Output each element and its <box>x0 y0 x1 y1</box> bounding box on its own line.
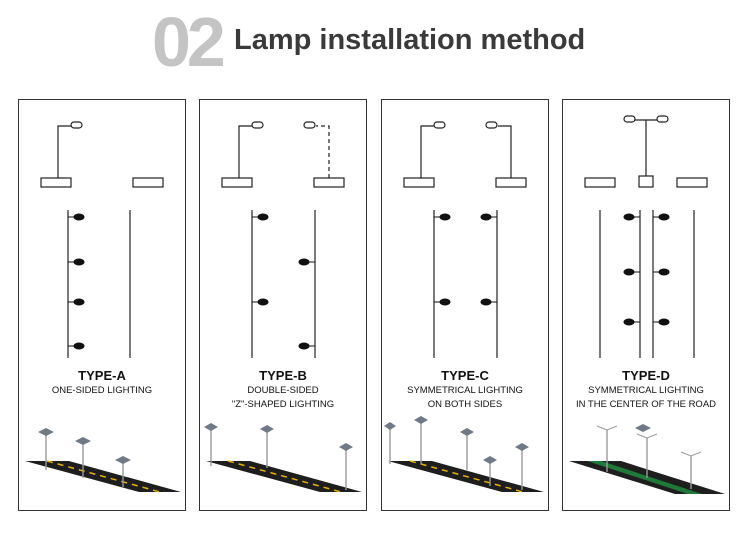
section-number: 02 <box>152 3 226 81</box>
road-illustration <box>25 428 181 493</box>
cross-section <box>221 121 345 188</box>
plan-view <box>67 210 131 358</box>
panel-type-c: TYPE-C SYMMETRICAL LIGHTING ON BOTH SIDE… <box>381 99 549 511</box>
road-illustration <box>569 424 725 494</box>
panel-type-b: TYPE-B DOUBLE-SIDED "Z"-SHAPED LIGHTING <box>199 99 367 511</box>
type-b-label: TYPE-B <box>259 368 307 383</box>
type-d-label: TYPE-D <box>622 368 670 383</box>
section-title: Lamp installation method <box>234 24 586 56</box>
type-d-description: SYMMETRICAL LIGHTING IN THE CENTER OF TH… <box>575 385 717 410</box>
header: 02 Lamp installation method <box>0 0 750 90</box>
road-illustration <box>204 423 362 493</box>
type-c-label: TYPE-C <box>441 368 489 383</box>
type-a-description: ONE-SIDED LIGHTING <box>51 385 153 396</box>
road-illustration <box>384 416 544 493</box>
type-c-description: SYMMETRICAL LIGHTING ON BOTH SIDES <box>407 385 523 410</box>
type-c-diagram <box>384 121 544 493</box>
plan-view <box>599 210 695 358</box>
plan-view <box>433 210 498 358</box>
cross-section <box>403 121 527 188</box>
cross-section <box>584 115 708 188</box>
type-b-diagram <box>204 121 362 493</box>
type-d-diagram <box>569 115 725 494</box>
panel-type-a: TYPE-A ONE-SIDED LIGHTING <box>18 99 186 511</box>
cross-section <box>40 121 164 188</box>
panel-type-d: TYPE-D SYMMETRICAL LIGHTING IN THE CENTE… <box>562 99 730 511</box>
type-b-description: DOUBLE-SIDED "Z"-SHAPED LIGHTING <box>231 385 335 410</box>
type-a-label: TYPE-A <box>78 368 126 383</box>
plan-view <box>251 210 316 358</box>
type-a-diagram <box>25 121 181 493</box>
